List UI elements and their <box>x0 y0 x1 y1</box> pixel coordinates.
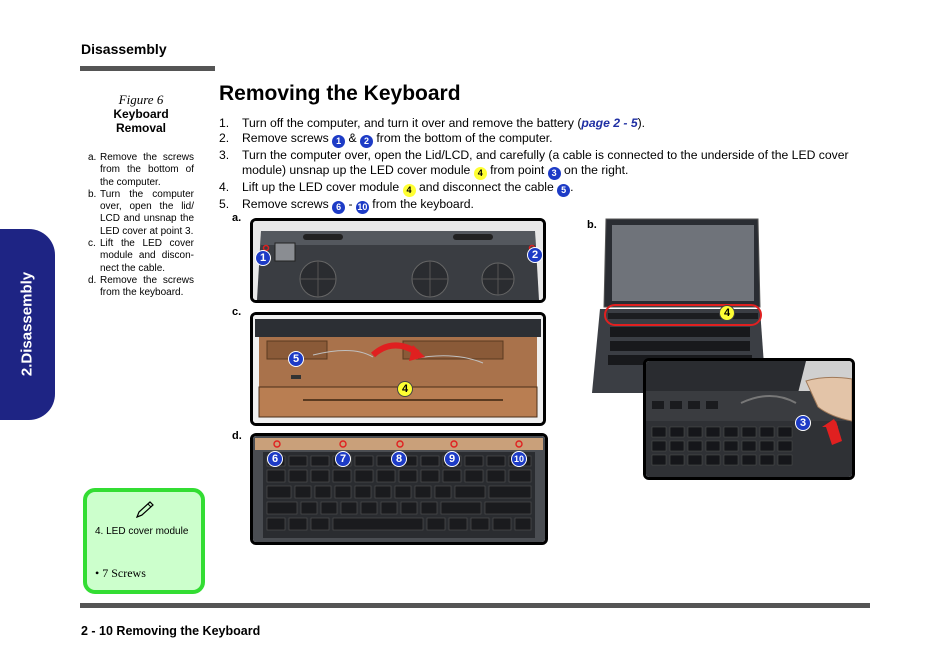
caption-item: c.Lift the LED cover module and discon-n… <box>88 238 194 274</box>
page-footer: 2 - 10 Removing the Keyboard <box>81 624 261 638</box>
callout-6: 6 <box>267 451 283 467</box>
callout-badge: 1 <box>332 134 346 148</box>
step-item: 4. Lift up the LED cover module 4 and di… <box>219 179 574 197</box>
caption-item: b.Turn the computer over, open the lid/ … <box>88 188 194 237</box>
figure-number: Figure 6 <box>118 92 164 107</box>
caption-item: a.Remove the screws from the bottom of t… <box>88 152 194 188</box>
callout-badge: 4 <box>402 183 416 197</box>
callout-badge: 5 <box>557 183 571 197</box>
callout-3: 3 <box>795 415 811 431</box>
figure-title-line1: Keyboard <box>113 107 169 121</box>
callout-4-led-cover-open: 4 <box>719 305 735 321</box>
figure-title: Keyboard Removal <box>80 107 202 135</box>
callout-8: 8 <box>391 451 407 467</box>
caption-item: d.Remove the screws from the keyboard. <box>88 274 194 299</box>
photo-a-label: a. <box>232 212 242 224</box>
callout-badge: 2 <box>359 134 373 148</box>
battery-page-link[interactable]: page 2 - 5 <box>581 116 638 130</box>
pencil-icon <box>134 500 156 525</box>
callout-5: 5 <box>288 351 304 367</box>
note-box: 4. LED cover module • 7 Screws <box>83 488 205 594</box>
led-cover-image <box>253 315 543 423</box>
photo-d-label: d. <box>232 430 242 442</box>
bottom-case-image <box>253 221 543 300</box>
callout-badge: 6 <box>332 200 346 214</box>
photo-c-led-cover <box>250 312 546 426</box>
callout-7: 7 <box>335 451 351 467</box>
chapter-side-tab[interactable] <box>0 229 55 420</box>
step-item: 5. Remove screws 6 - 10 from the keyboar… <box>219 196 474 214</box>
keyboard-image <box>253 436 545 542</box>
callout-badge: 3 <box>547 166 561 180</box>
callout-badge: 4 <box>473 166 487 180</box>
figure-title-line2: Removal <box>115 121 167 135</box>
footer-rule <box>80 603 870 608</box>
note-item-screws: • 7 Screws <box>95 566 146 580</box>
figure-caption-list: a.Remove the screws from the bottom of t… <box>88 152 194 300</box>
photo-a-bottom-case <box>250 218 546 303</box>
callout-2: 2 <box>527 247 543 263</box>
callout-4-led-cover: 4 <box>397 381 413 397</box>
chapter-side-tab-label: 2.Disassembly <box>18 271 36 377</box>
steps-list: 1. Turn off the computer, and turn it ov… <box>219 116 869 214</box>
unsnap-inset-image <box>646 361 852 477</box>
page-title: Removing the Keyboard <box>219 82 461 105</box>
callout-1: 1 <box>255 250 271 266</box>
led-cover-highlight <box>604 304 762 326</box>
photo-d-keyboard <box>250 433 548 545</box>
callout-badge: 10 <box>355 200 369 214</box>
photo-b-inset-unsnap <box>643 358 855 480</box>
photo-b-label: b. <box>587 219 597 231</box>
header-rule <box>80 66 215 71</box>
callout-10: 10 <box>511 451 527 467</box>
callout-9: 9 <box>444 451 460 467</box>
step-item: 1. Turn off the computer, and turn it ov… <box>219 116 646 130</box>
photo-c-label: c. <box>232 306 242 318</box>
section-header: Disassembly <box>81 41 167 57</box>
step-item: 2. Remove screws 1 & 2 from the bottom o… <box>219 130 553 148</box>
note-item-led-cover: 4. LED cover module <box>95 526 189 537</box>
step-item: 3. Turn the computer over, open the Lid/… <box>219 147 849 180</box>
